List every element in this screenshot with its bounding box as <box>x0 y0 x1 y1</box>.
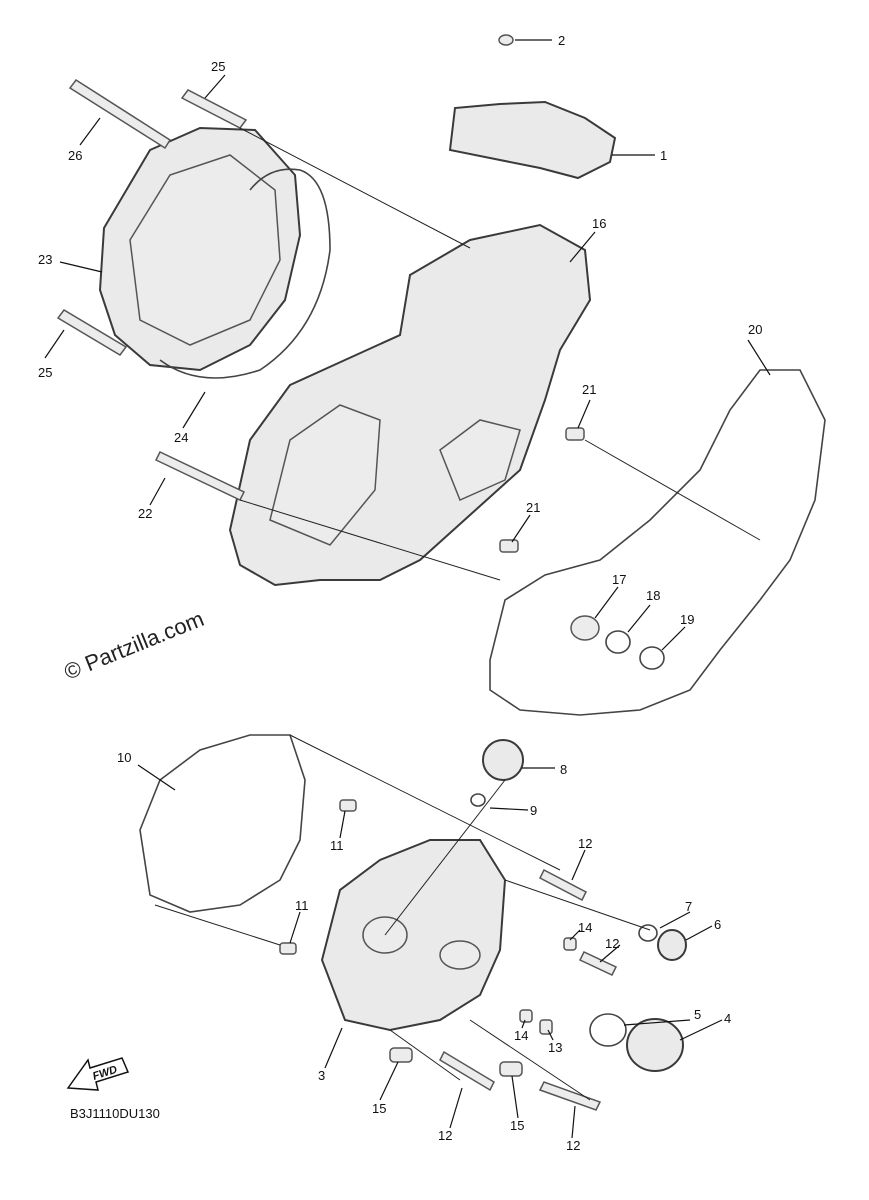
part-4-cap[interactable] <box>626 1018 684 1072</box>
part-12-bolt-d[interactable] <box>538 1081 602 1111</box>
part-24-gasket[interactable] <box>159 168 331 379</box>
callout-11-upper: 11 <box>330 838 344 853</box>
part-9-oring[interactable] <box>470 793 486 807</box>
part-21-dowel-upper[interactable] <box>565 427 585 441</box>
part-18-oring[interactable] <box>605 630 631 654</box>
part-2-bolt[interactable] <box>498 34 514 46</box>
part-19-oring[interactable] <box>639 646 665 670</box>
callout-22: 22 <box>138 506 152 521</box>
part-10-gasket[interactable] <box>139 734 306 913</box>
callout-18: 18 <box>646 588 660 603</box>
callout-15-b: 15 <box>510 1118 524 1133</box>
part-5-oring[interactable] <box>589 1013 627 1047</box>
callout-19: 19 <box>680 612 694 627</box>
part-12-bolt-c[interactable] <box>439 1050 495 1092</box>
watermark: © Partzilla.com <box>61 606 208 685</box>
callout-11-lower: 11 <box>295 898 309 913</box>
callout-2: 2 <box>558 33 565 48</box>
part-14-dowel-b[interactable] <box>519 1009 533 1023</box>
callout-24: 24 <box>174 430 188 445</box>
callout-5: 5 <box>694 1007 701 1022</box>
callout-25-top: 25 <box>211 59 225 74</box>
part-15-clamp-a[interactable] <box>389 1047 413 1063</box>
callout-12-a: 12 <box>578 836 592 851</box>
part-26-bolt[interactable] <box>68 78 172 150</box>
part-11-dowel-lower[interactable] <box>279 942 297 955</box>
callout-13: 13 <box>548 1040 562 1055</box>
callout-9: 9 <box>530 803 537 818</box>
part-3-generator-cover[interactable] <box>320 839 507 1032</box>
callout-6: 6 <box>714 917 721 932</box>
callout-12-d: 12 <box>566 1138 580 1153</box>
part-1-cover[interactable] <box>448 100 617 180</box>
callout-14-b: 14 <box>514 1028 528 1043</box>
fwd-arrow-icon: FWD <box>66 1057 130 1091</box>
part-22-bolt[interactable] <box>154 451 246 501</box>
callout-1: 1 <box>660 148 667 163</box>
part-11-dowel-upper[interactable] <box>339 799 357 812</box>
part-13-dowel[interactable] <box>539 1019 553 1035</box>
part-21-dowel-lower[interactable] <box>499 539 519 553</box>
callout-21-upper: 21 <box>582 382 596 397</box>
part-20-gasket[interactable] <box>489 369 826 716</box>
part-6-cap[interactable] <box>657 929 687 961</box>
callout-20: 20 <box>748 322 762 337</box>
callout-10: 10 <box>117 750 131 765</box>
part-8-plug[interactable] <box>482 739 524 781</box>
leader-lines <box>44 39 771 1139</box>
callout-26: 26 <box>68 148 82 163</box>
callout-3: 3 <box>318 1068 325 1083</box>
part-15-clamp-b[interactable] <box>499 1061 523 1077</box>
callout-12-c: 12 <box>438 1128 452 1143</box>
callout-14-a: 14 <box>578 920 592 935</box>
callout-25-bottom: 25 <box>38 365 52 380</box>
part-16-crankcase-cover[interactable] <box>228 223 592 587</box>
callout-12-b: 12 <box>605 936 619 951</box>
part-14-dowel-a[interactable] <box>563 937 577 951</box>
part-12-bolt-a[interactable] <box>539 868 587 902</box>
callout-4: 4 <box>724 1011 731 1026</box>
assembly-lines <box>154 127 761 1101</box>
callout-15-a: 15 <box>372 1101 386 1116</box>
part-7-oring[interactable] <box>638 924 658 942</box>
part-23-clutch-cover[interactable] <box>98 126 302 372</box>
part-12-bolt-b[interactable] <box>578 951 618 976</box>
callouts: 2 1 16 25 26 23 25 24 22 20 21 21 17 18 … <box>38 33 762 1153</box>
part-25-bolt-top[interactable] <box>180 89 248 129</box>
part-17-oring[interactable] <box>570 615 600 641</box>
callout-16: 16 <box>592 216 606 231</box>
part-25-bolt-bottom[interactable] <box>56 309 128 356</box>
callout-7: 7 <box>685 899 692 914</box>
callout-23: 23 <box>38 252 52 267</box>
callout-8: 8 <box>560 762 567 777</box>
callout-21-lower: 21 <box>526 500 540 515</box>
diagram-code: B3J1110DU130 <box>70 1106 160 1121</box>
callout-17: 17 <box>612 572 626 587</box>
